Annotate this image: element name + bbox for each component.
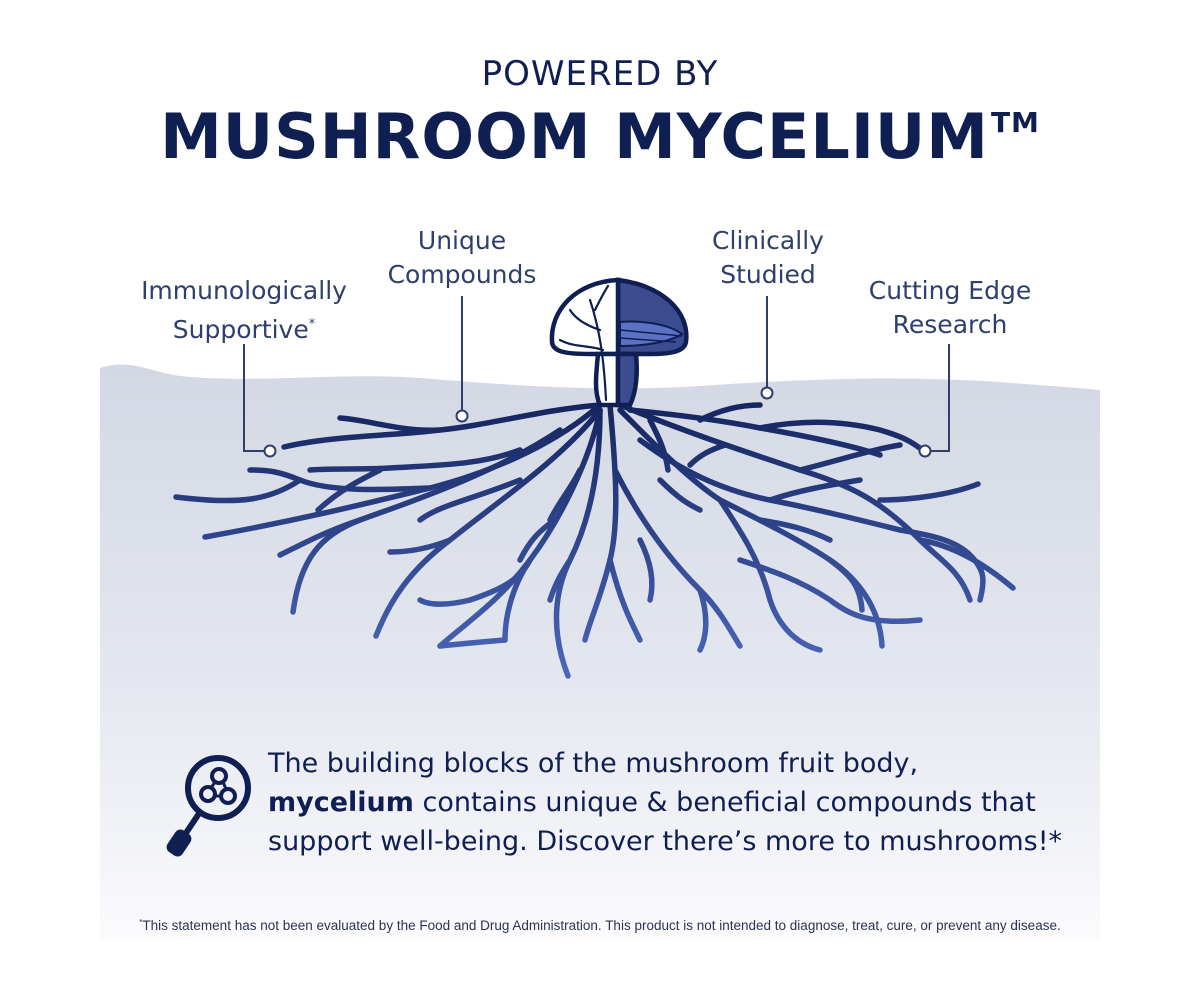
callout-line: Clinically: [712, 226, 824, 255]
mushroom-icon: [549, 277, 689, 408]
disclaimer: *This statement has not been evaluated b…: [100, 918, 1100, 933]
trademark-mark: TM: [990, 106, 1040, 139]
callout-leaders: [243, 296, 950, 458]
callout-cutting-edge-research: Cutting Edge Research: [840, 274, 1060, 342]
magnifier-molecule-icon: [166, 755, 251, 857]
leader-dot-cutting: [918, 444, 932, 458]
info-text-after: contains unique & beneficial compounds t…: [268, 787, 1063, 857]
pretitle: POWERED BY: [481, 54, 719, 94]
disclaimer-text: This statement has not been evaluated by…: [142, 918, 1061, 933]
info-text-before: The building blocks of the mushroom frui…: [268, 748, 919, 779]
callout-immunologically-supportive: Immunologically Supportive*: [124, 274, 364, 347]
callout-line: Supportive*: [124, 308, 364, 347]
callout-line: Unique: [417, 226, 507, 255]
info-highlight: mycelium: [268, 787, 414, 818]
leader-immunologically: [243, 344, 265, 452]
mycelium-roots-illustration: [173, 402, 1016, 679]
callout-line: Immunologically: [141, 276, 347, 305]
callout-line: Compounds: [387, 260, 537, 289]
callout-unique-compounds: Unique Compounds: [362, 224, 562, 292]
disclaimer-mark: *: [139, 918, 143, 927]
asterisk-mark: *: [308, 317, 316, 332]
leader-dot-immunologically: [263, 444, 277, 458]
leader-dot-unique: [455, 409, 469, 423]
callout-clinically-studied: Clinically Studied: [668, 224, 868, 292]
title-text: MUSHROOM MYCELIUM: [160, 100, 989, 173]
callout-line: Research: [892, 310, 1008, 339]
callout-line-text: Supportive: [172, 315, 309, 344]
leader-cutting: [930, 344, 950, 452]
info-paragraph: The building blocks of the mushroom frui…: [268, 744, 1068, 861]
leader-dot-clinical: [760, 386, 774, 400]
callout-line: Studied: [720, 260, 816, 289]
callout-line: Cutting Edge: [868, 276, 1032, 305]
page-title: MUSHROOM MYCELIUMTM: [0, 100, 1200, 173]
